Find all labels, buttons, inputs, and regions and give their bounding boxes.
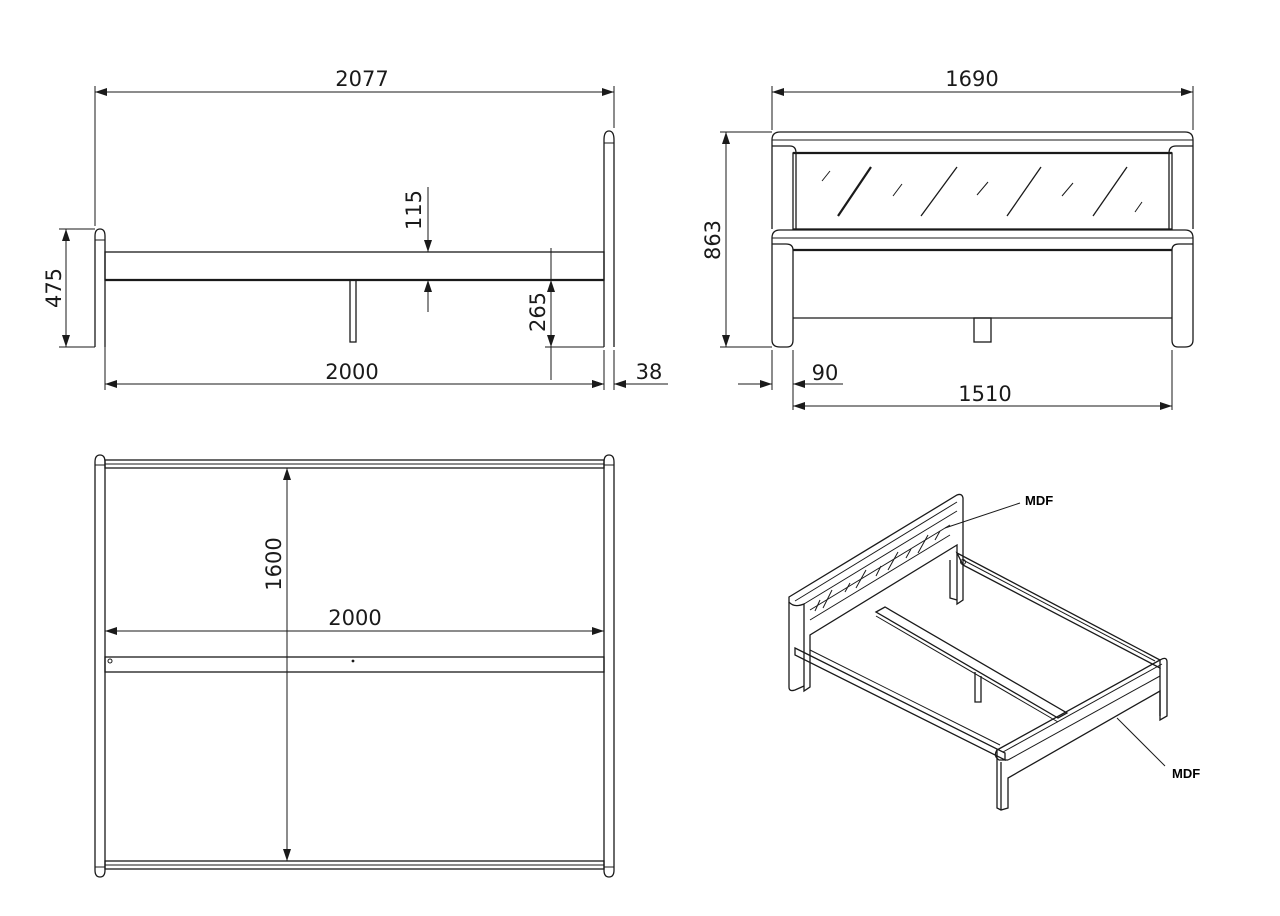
- headboard-post: [603, 130, 615, 347]
- label-headboard-material: MDF: [1025, 493, 1053, 508]
- dim-clearance-height: 265: [526, 292, 550, 332]
- footboard-cap: [771, 229, 1194, 239]
- dim-rail-height: 115: [402, 190, 426, 230]
- label-footboard-material: MDF: [1172, 766, 1200, 781]
- footboard-post: [94, 228, 106, 347]
- glass-hatch: [821, 166, 1143, 217]
- dim-overall-width: 1690: [945, 67, 998, 91]
- leader-headboard: [944, 502, 1021, 529]
- center-leg: [349, 279, 357, 343]
- dim-footboard-height: 475: [42, 268, 66, 308]
- side-view: 2077 475 115 265 2000 38: [42, 67, 668, 390]
- leader-footboard: [1116, 717, 1166, 767]
- top-view: 2000 1600: [94, 454, 615, 878]
- dim-inner-width-top: 1600: [262, 537, 286, 590]
- headboard-panel: [792, 152, 1173, 230]
- dim-inner-length: 2000: [328, 606, 381, 630]
- side-rail: [104, 251, 605, 281]
- head-view: 1690 863 90 1510: [701, 67, 1194, 410]
- headboard-cap: [771, 131, 1194, 141]
- iso-center-beam: [874, 606, 1069, 719]
- iso-glass-hatch: [814, 530, 941, 612]
- dim-headboard-height: 863: [701, 220, 725, 260]
- isometric-view: MDF MDF: [788, 493, 1200, 811]
- dim-post-thickness: 38: [636, 360, 663, 384]
- center-beam: [104, 656, 605, 673]
- dim-frame-length: 2000: [325, 360, 378, 384]
- dim-overall-length: 2077: [335, 67, 388, 91]
- iso-headboard: [788, 493, 964, 693]
- iso-footboard: [996, 657, 1168, 811]
- dim-inner-width: 1510: [958, 382, 1011, 406]
- iso-side-rail-left: [794, 646, 1006, 762]
- dim-post-width: 90: [812, 361, 839, 385]
- center-leg: [973, 317, 992, 343]
